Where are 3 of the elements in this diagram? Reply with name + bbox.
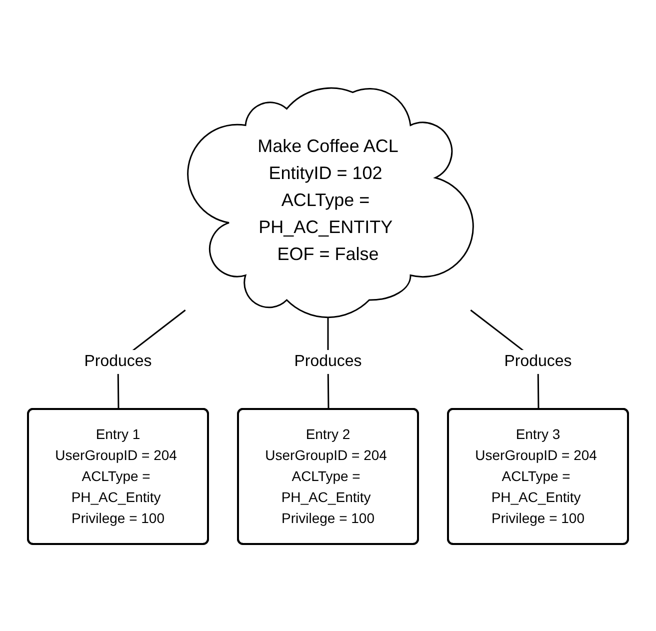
edge-label: Produces: [294, 352, 362, 370]
edge-label: Produces: [504, 352, 572, 370]
edge-label: Produces: [84, 352, 152, 370]
